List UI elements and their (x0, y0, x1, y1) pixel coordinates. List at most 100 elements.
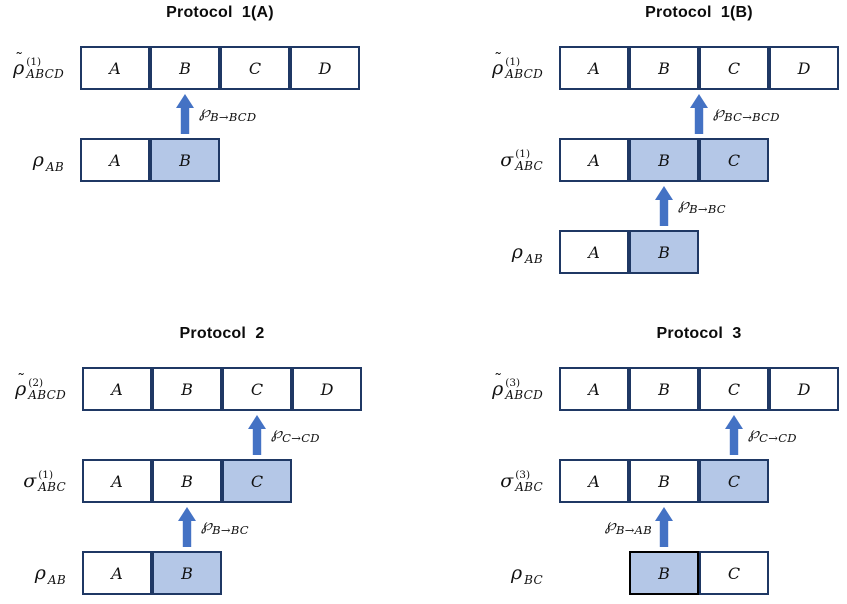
state-scripts: (1)ABCD (26, 55, 64, 80)
state-subscript: ABC (515, 479, 543, 494)
operator-subscript: B→BC (212, 523, 249, 537)
state-superscript: (1) (505, 55, 521, 68)
up-arrow-icon (178, 507, 196, 547)
state-label-gutter: σ(3)ABC (424, 459, 559, 503)
state-symbol-char: σ (500, 469, 514, 492)
subsystem-cell-b: B (629, 367, 699, 411)
subsystem-cell-b: B (629, 230, 699, 274)
state-symbol-char: ρ (511, 240, 523, 263)
state-symbol: ρ (33, 150, 44, 170)
state-symbol: ρ˜ (15, 370, 27, 400)
map-arrow-zone: ℘C→CD (82, 411, 423, 459)
state-label: σ(3)ABC (500, 468, 543, 494)
up-arrow-icon (176, 94, 194, 134)
state-subscript: BC (524, 572, 543, 587)
state-subscript: ABCD (505, 66, 543, 81)
state-symbol-char: ρ (511, 561, 523, 584)
operator-label: ℘B→BC (201, 515, 249, 537)
subsystem-cell-a: A (82, 459, 152, 503)
state-scripts: BC (524, 561, 543, 586)
state-symbol: ρ (511, 240, 523, 263)
script-p-symbol: ℘ (748, 423, 760, 442)
tilde-mark: ˜ (494, 48, 503, 68)
state-superscript: (3) (515, 468, 531, 481)
script-p-symbol: ℘ (201, 515, 213, 534)
map-arrow-zone: ℘BC→BCD (559, 90, 847, 138)
state-subscript: AB (45, 159, 64, 174)
up-arrow-icon (248, 415, 266, 455)
state-symbol: σ (500, 469, 514, 492)
panel-title: Protocol 1(B) (645, 4, 753, 21)
state-symbol-char: σ (23, 469, 37, 492)
tilde-mark: ˜ (17, 369, 26, 389)
state-scripts: (2)ABCD (28, 377, 66, 402)
state-scripts: (1)ABC (38, 469, 66, 493)
state-symbol-char: ρ (13, 56, 25, 79)
state-superscript: (3) (505, 376, 521, 389)
operator-subscript: B→AB (615, 523, 652, 537)
state-scripts: (3)ABC (515, 468, 543, 494)
script-p-symbol: ℘ (604, 515, 616, 534)
state-superscript: (1) (26, 55, 42, 68)
state-superscript: (1) (515, 147, 531, 160)
subsystem-cell-a: A (559, 138, 629, 182)
subsystem-cell-b: B (629, 551, 699, 595)
state-symbol-char: ρ (492, 56, 504, 79)
subsystem-cell-b: B (629, 459, 699, 503)
state-scripts: (3)ABCD (505, 376, 543, 402)
state-subscript: AB (524, 251, 543, 266)
state-subscript: ABCD (28, 387, 66, 402)
subsystem-cell-c: C (699, 367, 769, 411)
state-label-gutter: ρ˜(1)ABCD (0, 46, 80, 90)
state-label: ρ˜(3)ABCD (492, 370, 543, 402)
state-scripts: AB (46, 148, 64, 173)
state-symbol: ρ˜ (492, 49, 504, 79)
state-scripts: (1)ABCD (505, 55, 543, 81)
subsystem-cell-b: B (152, 551, 222, 595)
state-scripts: (1)ABC (515, 147, 543, 172)
map-arrow-zone: ℘B→AB (559, 503, 847, 551)
subsystem-cell-b: B (629, 46, 699, 90)
subsystem-cell-a: A (80, 138, 150, 182)
subsystem-cell-a: A (559, 46, 629, 90)
script-p-symbol: ℘ (271, 423, 283, 442)
state-subscript: ABCD (505, 387, 543, 402)
up-arrow-icon (655, 507, 673, 547)
state-scripts: AB (525, 240, 543, 265)
state-symbol-char: ρ (15, 377, 27, 400)
operator-subscript: BC→BCD (724, 110, 780, 124)
state-scripts: AB (48, 561, 66, 586)
state-label: σ(1)ABC (500, 147, 543, 172)
subsystem-cell-b: B (150, 138, 220, 182)
operator-subscript: C→CD (282, 431, 320, 445)
state-symbol: ρ˜ (13, 49, 25, 79)
subsystem-cell-c: C (220, 46, 290, 90)
state-label: ρ˜(2)ABCD (15, 370, 66, 402)
operator-subscript: B→BCD (210, 110, 257, 124)
subsystem-cell-c: C (699, 46, 769, 90)
subsystem-cell-b: B (629, 138, 699, 182)
panel-title: Protocol 2 (179, 325, 265, 342)
subsystem-cell-c: C (699, 551, 769, 595)
